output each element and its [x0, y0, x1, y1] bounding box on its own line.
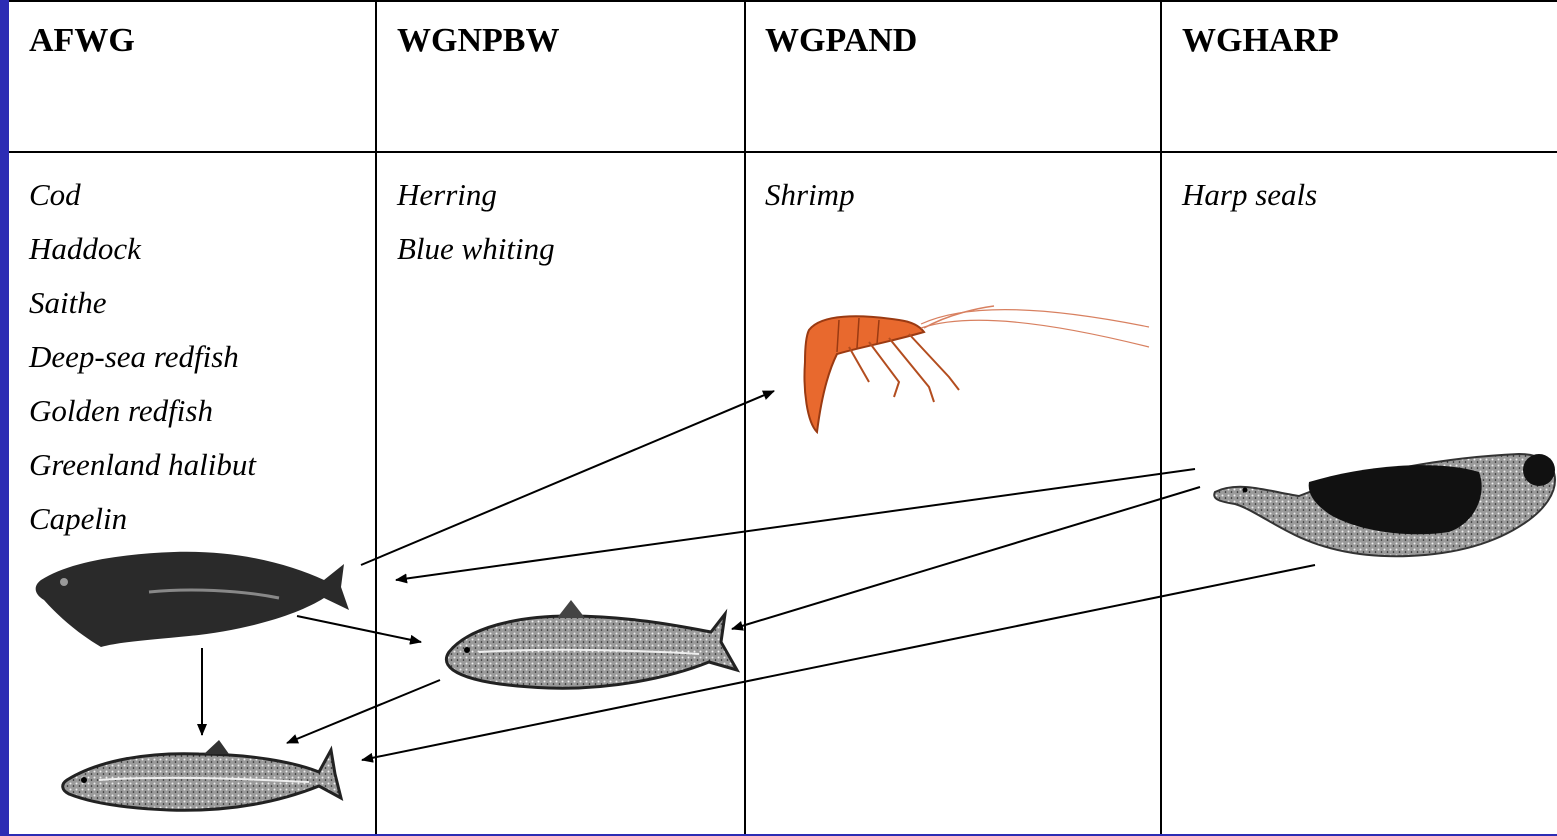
shrimp-illustration — [805, 306, 1150, 432]
harp-seal-illustration — [1214, 454, 1555, 556]
capelin-illustration — [63, 740, 341, 810]
arrow-cod-to-shrimp — [361, 391, 774, 565]
arrows — [202, 391, 1315, 760]
arrow-seal-to-herring — [732, 487, 1200, 629]
cod-illustration — [36, 552, 349, 647]
arrow-cod-to-herring — [297, 616, 421, 642]
illustration-layer — [9, 2, 1557, 836]
slide: AFWG WGNPBW WGPAND WGHARP Cod Haddock Sa… — [9, 0, 1557, 834]
herring-illustration — [446, 600, 737, 688]
arrow-herring-to-capelin — [287, 680, 440, 743]
